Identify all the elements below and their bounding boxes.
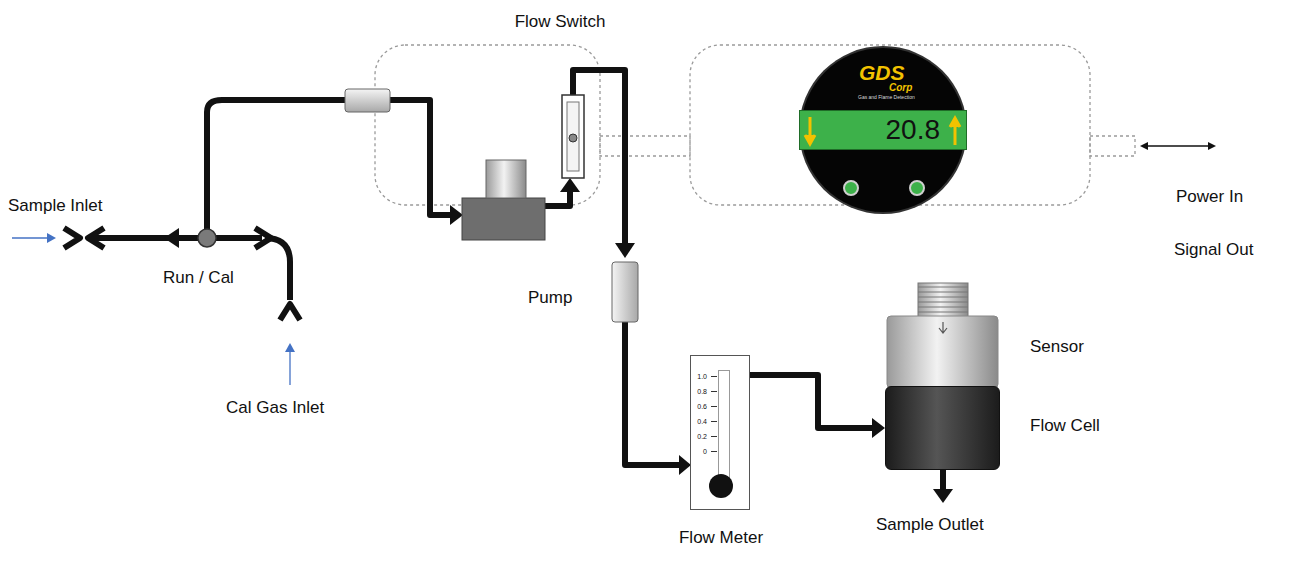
part-label: Power In bbox=[1176, 187, 1243, 207]
flow-switch-symbol bbox=[569, 134, 577, 142]
meter-float bbox=[709, 474, 733, 498]
signal-arrow bbox=[1140, 142, 1216, 150]
sensor-symbol bbox=[918, 302, 968, 303]
sensor-symbol bbox=[887, 316, 998, 388]
part-label: Flow Switch bbox=[515, 12, 606, 32]
dashed-enclosure bbox=[600, 136, 690, 156]
part-label: Pump bbox=[528, 288, 572, 308]
sensor-symbol bbox=[918, 312, 968, 313]
tube-arrowhead bbox=[560, 178, 580, 192]
scale-number: 1.0 bbox=[697, 373, 707, 380]
scale-tick bbox=[711, 436, 717, 437]
sensor-symbol bbox=[939, 322, 947, 333]
flow-direction-arrow bbox=[12, 233, 295, 385]
push-button bbox=[909, 180, 925, 196]
display-arrows bbox=[800, 111, 968, 151]
sample-tubing bbox=[64, 228, 80, 248]
tube-arrowhead bbox=[164, 178, 953, 503]
tube-arrowhead bbox=[164, 228, 179, 248]
sample-tubing bbox=[64, 70, 943, 490]
down-arrow bbox=[805, 117, 815, 144]
run-cal-valve bbox=[198, 229, 216, 247]
scale-number: 0.8 bbox=[697, 388, 707, 395]
flow-switch-symbol bbox=[567, 102, 579, 171]
reading-value: 20.8 bbox=[886, 116, 941, 144]
tube-arrowhead bbox=[615, 243, 635, 258]
dashed-enclosure bbox=[375, 45, 600, 205]
display-screen: 20.8 bbox=[799, 110, 967, 150]
sample-tubing bbox=[280, 304, 300, 320]
flow-direction-arrow bbox=[47, 233, 56, 243]
dashed-enclosure bbox=[375, 45, 1135, 205]
pump-symbol bbox=[462, 160, 545, 240]
sensor-symbol bbox=[918, 292, 968, 293]
sample-tubing bbox=[390, 100, 450, 215]
sample-tubing bbox=[265, 238, 290, 300]
scale-tick bbox=[711, 376, 717, 377]
part-label: Flow Meter bbox=[679, 529, 763, 546]
flow-direction-arrow bbox=[289, 350, 290, 385]
scale-tick bbox=[711, 406, 717, 407]
scale-number: 0.4 bbox=[697, 418, 707, 425]
push-button bbox=[843, 180, 859, 196]
sensor-symbol bbox=[918, 283, 968, 317]
signal-arrow bbox=[1146, 145, 1210, 146]
part-label: Signal Out bbox=[1174, 240, 1253, 260]
tube-arrowhead bbox=[933, 489, 953, 503]
logo-text: Corp bbox=[889, 83, 912, 93]
flow-switch-symbol bbox=[562, 95, 584, 178]
sensor-symbol bbox=[918, 287, 968, 312]
display-head: GDSCorpGas and Flame Detection 20.8 bbox=[801, 48, 965, 212]
sample-tubing bbox=[625, 322, 680, 465]
part-label: Sample Inlet bbox=[8, 196, 103, 216]
tube-coupling bbox=[612, 262, 638, 322]
tube-connector bbox=[750, 375, 885, 438]
part-label: Sensor bbox=[1030, 337, 1084, 357]
part-label: Sample Outlet bbox=[876, 515, 984, 535]
sensor-symbol bbox=[918, 297, 968, 298]
pump-symbol bbox=[486, 160, 526, 198]
scale-number: 0 bbox=[703, 448, 707, 455]
sample-tubing bbox=[207, 100, 345, 230]
flow-direction-arrow bbox=[12, 237, 50, 238]
scale-tick bbox=[711, 391, 717, 392]
tube-line bbox=[750, 375, 873, 428]
dashed-enclosure bbox=[1090, 136, 1135, 156]
meter-tube bbox=[718, 370, 730, 488]
part-label: Cal Gas Inlet bbox=[226, 398, 324, 418]
sensor-symbol bbox=[918, 307, 968, 308]
up-arrow bbox=[950, 118, 960, 145]
tube-arrowhead bbox=[872, 418, 885, 438]
sample-tubing bbox=[216, 235, 262, 241]
logo-tagline: Gas and Flame Detection bbox=[858, 95, 915, 100]
flow-direction-arrow bbox=[285, 343, 295, 352]
tube-arrowhead bbox=[450, 205, 463, 225]
scale-tick bbox=[711, 451, 717, 452]
scale-tick bbox=[711, 421, 717, 422]
sample-tubing bbox=[545, 192, 570, 206]
pump-symbol bbox=[462, 198, 545, 240]
flow-switch-symbol bbox=[562, 95, 584, 178]
logo-text: GDS bbox=[859, 62, 905, 83]
sample-tubing bbox=[92, 235, 198, 241]
scale-number: 0.6 bbox=[697, 403, 707, 410]
part-label: Run / Cal bbox=[163, 268, 234, 288]
signal-arrow bbox=[1140, 142, 1148, 150]
sensor-symbol bbox=[918, 287, 968, 288]
sample-tubing bbox=[940, 470, 946, 490]
sensor-symbol bbox=[887, 283, 998, 388]
scale-number: 0.2 bbox=[697, 433, 707, 440]
signal-arrow bbox=[1208, 142, 1216, 150]
flow-cell: Flow Cell bbox=[885, 386, 1000, 470]
flow-meter: 1.00.80.60.40.20Flow Meter bbox=[690, 355, 750, 510]
tube-coupling bbox=[345, 89, 390, 112]
part-label: Flow Cell bbox=[1030, 417, 1100, 434]
